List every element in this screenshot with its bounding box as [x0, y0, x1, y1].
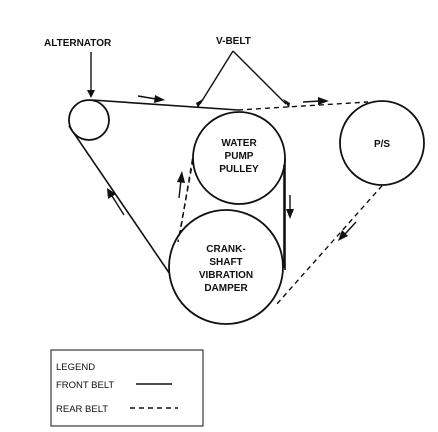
direction-arrow-top-front: [137, 95, 165, 103]
crankshaft-damper-pulley: [168, 209, 284, 325]
legend-front-belt-label: FRONT BELT: [56, 380, 114, 391]
direction-arrow-water-pump-left: [177, 171, 185, 199]
v-belt-callout-left: [199, 50, 234, 105]
alternator-callout-arrowhead: [87, 90, 95, 98]
front-belt: [68, 99, 286, 281]
water-pump-pulley: [192, 111, 286, 205]
legend-box: [50, 349, 204, 427]
alternator-pulley: [68, 99, 110, 141]
power-steering-pulley: [339, 100, 425, 186]
v-belt-callout-right: [232, 50, 287, 105]
water-pump-label-line-1: WATER: [221, 138, 257, 149]
legend: LEGEND FRONT BELT REAR BELT: [50, 349, 204, 427]
water-pump-label-line-2: PUMP: [225, 151, 254, 162]
direction-arrow-top-rear: [302, 97, 329, 105]
crankshaft-label-line-2: SHAFT: [209, 257, 242, 268]
legend-rear-belt-label: REAR BELT: [56, 404, 108, 415]
direction-arrow-left-front: [107, 188, 125, 216]
crankshaft-label-line-3: VIBRATION: [199, 270, 253, 281]
direction-arrow-rear-diagonal: [338, 221, 357, 241]
alternator-label: ALTERNATOR: [44, 38, 112, 49]
power-steering-label: P/S: [374, 139, 390, 150]
crankshaft-label-line-4: DAMPER: [204, 283, 248, 294]
v-belt-label: V-BELT: [216, 36, 251, 47]
legend-title: LEGEND: [56, 362, 95, 373]
crankshaft-label-line-1: CRANK-: [206, 244, 245, 255]
water-pump-label-line-3: PULLEY: [219, 164, 259, 175]
direction-arrow-water-pump-right: [286, 195, 294, 219]
v-belt-callout-left-arrowhead: [196, 99, 203, 108]
v-belt-callout-right-arrowhead: [283, 99, 290, 108]
